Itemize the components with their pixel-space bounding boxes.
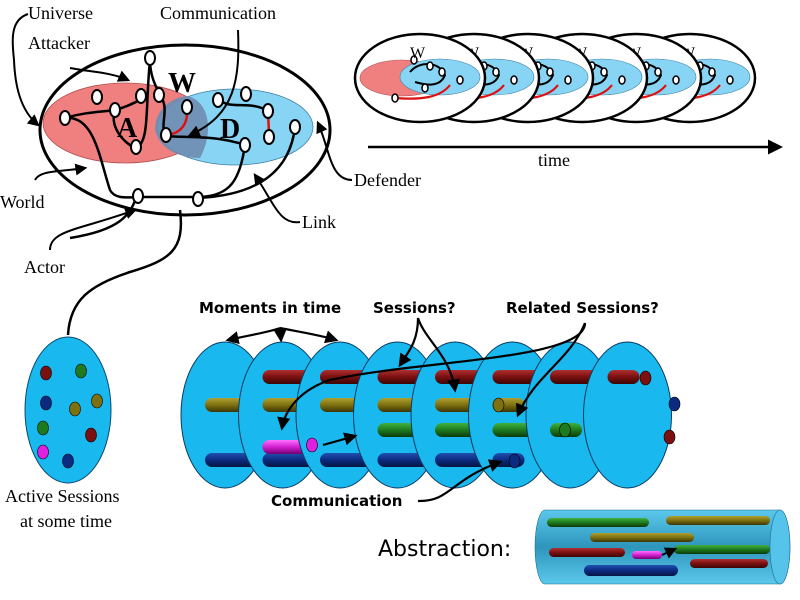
attacker-letter: A [117, 113, 138, 144]
frame-actor-node [426, 61, 434, 71]
session-endpoint-dot [306, 437, 318, 453]
session-endpoint-dot [492, 397, 505, 413]
session-endpoint-dot [508, 453, 521, 469]
session-dot-green [37, 420, 49, 436]
frame-actor-node [410, 55, 418, 65]
label-moments-in-time: Moments in time [199, 299, 341, 317]
session-dot-dark-blue [62, 453, 74, 469]
frame-actor-node [492, 67, 500, 77]
session-dot-dark-red [40, 365, 52, 381]
bar-red-2 [690, 559, 768, 568]
world-model-diagram: A W D Universe Communication Attacker Wo… [0, 3, 421, 336]
label-link: Link [302, 212, 336, 232]
frame-world-letter: W [410, 45, 426, 62]
frame-actor-node [391, 93, 399, 103]
session-dot-olive [91, 393, 103, 409]
frame-actor-node [510, 75, 518, 85]
session-dot-dark-blue [40, 395, 52, 411]
slice-ellipse [583, 341, 672, 489]
frame-defender-region [399, 58, 481, 96]
defender-letter: D [220, 114, 240, 145]
frame-actor-node [421, 83, 429, 93]
timeline-frame: W [353, 32, 487, 124]
label-pointers [11, 13, 353, 251]
frame-actor-node [672, 75, 680, 85]
time-slices [180, 341, 681, 489]
frame-actor-node [564, 75, 572, 85]
abstraction-comm-arrow [661, 547, 678, 559]
actor-nodes [59, 50, 301, 207]
abstract-session-bars [547, 516, 770, 576]
bar-green-1 [547, 518, 649, 527]
time-axis-label: time [538, 150, 570, 170]
frame-actor-node [726, 75, 734, 85]
frame-actor-node [546, 67, 554, 77]
session-endpoint-dot [668, 396, 681, 412]
world-letter: W [168, 68, 196, 99]
session-dot-magenta [37, 444, 49, 460]
abstraction-diagram: Abstraction: [378, 509, 791, 585]
session-endpoint-dot [663, 429, 676, 445]
frame-actor-node [600, 67, 608, 77]
timeline-frames: WWWWWW [353, 32, 757, 124]
label-defender: Defender [354, 170, 421, 190]
cylinder-end-cap [769, 509, 791, 585]
bar-olive-2 [590, 533, 694, 542]
label-communication: Communication [160, 3, 276, 23]
frame-actor-node [708, 67, 716, 77]
session-endpoint-dot [559, 422, 571, 438]
session-dot-olive [69, 401, 81, 417]
label-actor: Actor [24, 257, 65, 277]
label-related-sessions: Related Sessions? [506, 299, 659, 317]
bar-olive-1 [666, 516, 770, 525]
session-tube-red [607, 370, 640, 384]
session-endpoint-dot [639, 370, 652, 386]
bar-magenta [632, 551, 662, 559]
time-slice [583, 341, 672, 489]
frame-actor-node [438, 67, 446, 77]
universe-ellipse [38, 43, 332, 217]
label-world: World [0, 192, 45, 212]
bar-green-2 [674, 545, 770, 554]
label-universe: Universe [28, 3, 93, 23]
label-communication-sessions: Communication [271, 492, 402, 510]
frame-actor-node [654, 67, 662, 77]
label-sessions: Sessions? [373, 299, 456, 317]
session-dot-dark-red [85, 427, 97, 443]
label-attacker: Attacker [28, 33, 90, 53]
sessions-over-time-diagram: Moments in time Sessions? Related Sessio… [180, 299, 681, 510]
timeline-diagram: WWWWWW time [353, 32, 783, 170]
active-sessions-diagram: Active Sessions at some time [5, 336, 120, 531]
session-dot-green [75, 363, 87, 379]
abstraction-label: Abstraction: [378, 537, 511, 562]
active-sessions-caption-2: at some time [20, 511, 112, 531]
active-sessions-caption-1: Active Sessions [5, 486, 120, 506]
bar-blue-1 [584, 565, 678, 576]
frame-actor-node [456, 75, 464, 85]
frame-red-link [394, 84, 451, 100]
session-pointers [225, 317, 587, 503]
bar-red-1 [549, 548, 625, 557]
session-dots [37, 363, 103, 469]
frame-actor-node [618, 75, 626, 85]
